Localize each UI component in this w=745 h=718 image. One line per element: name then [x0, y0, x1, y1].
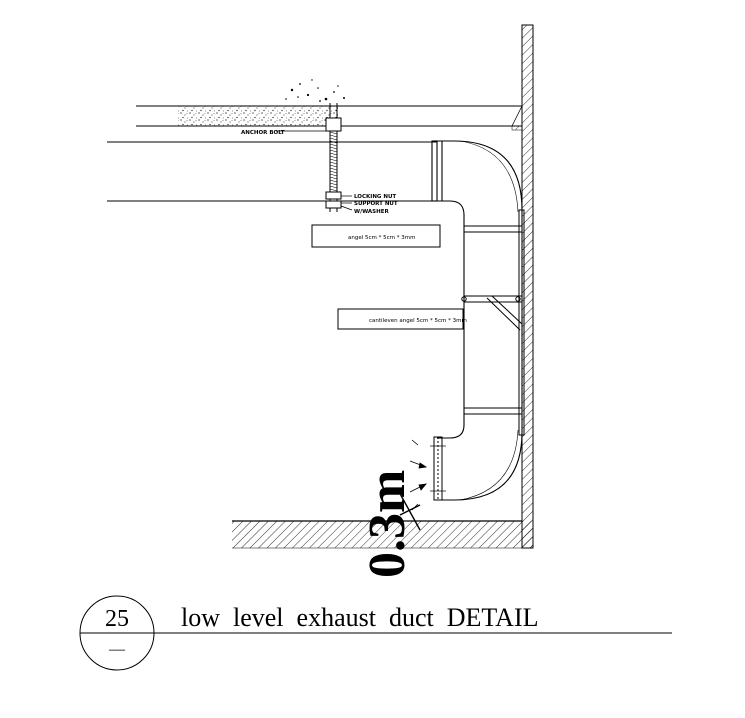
- washer-label: W/WASHER: [354, 209, 389, 215]
- ceiling-beam-lines: [107, 141, 437, 202]
- thread-tick: [329, 140, 338, 144]
- support-angles: [461, 209, 525, 436]
- detail-number: 25: [105, 606, 129, 632]
- anchor-bolt-rod: [325, 103, 342, 212]
- dimension-text: 0.3m: [359, 470, 416, 578]
- drawing-title: low level exhaust duct DETAIL: [181, 603, 539, 632]
- cantilever-callout-box: cantileven angel 5cm * 5cm * 3mm: [337, 308, 467, 330]
- title-block: 25 — low level exhaust duct DETAIL: [79, 595, 672, 671]
- locking-nut-label: LOCKING NUT: [354, 194, 396, 200]
- detail-sub: —: [108, 641, 126, 658]
- thread-tick: [329, 179, 338, 183]
- thread-tick: [329, 170, 338, 174]
- thread-tick: [329, 152, 338, 156]
- dimension-marker: [397, 489, 421, 531]
- thread-tick: [329, 134, 338, 138]
- thread-tick: [329, 188, 338, 192]
- thread-tick: [329, 167, 338, 171]
- thread-tick: [329, 176, 338, 180]
- thread-tick: [329, 164, 338, 168]
- thread-tick: [329, 131, 338, 135]
- thread-tick: [329, 158, 338, 162]
- thread-tick: [329, 173, 338, 177]
- angle-callout-text: angel 5cm * 5cm * 3mm: [348, 235, 415, 241]
- thread-tick: [329, 143, 338, 147]
- outlet-grille: [430, 436, 446, 501]
- angle-callout-box: angel 5cm * 5cm * 3mm: [311, 224, 441, 248]
- anchor-bolt-label: ANCHOR BOLT: [241, 130, 285, 136]
- thread-tick: [329, 146, 338, 150]
- thread-tick: [329, 137, 338, 141]
- thread-tick: [329, 149, 338, 153]
- exhaust-duct: [431, 140, 523, 501]
- thread-tick: [329, 182, 338, 186]
- support-nut-label: SUPPORT NUT: [354, 201, 398, 207]
- thread-tick: [329, 161, 338, 165]
- concrete-spatter: [285, 79, 345, 102]
- thread-tick: [329, 185, 338, 189]
- cantilever-callout-text: cantileven angel 5cm * 5cm * 3mm: [369, 318, 467, 324]
- rod-thread: [329, 131, 338, 192]
- leader-lines: [276, 130, 353, 211]
- thread-tick: [329, 155, 338, 159]
- floor-slab: [232, 520, 533, 549]
